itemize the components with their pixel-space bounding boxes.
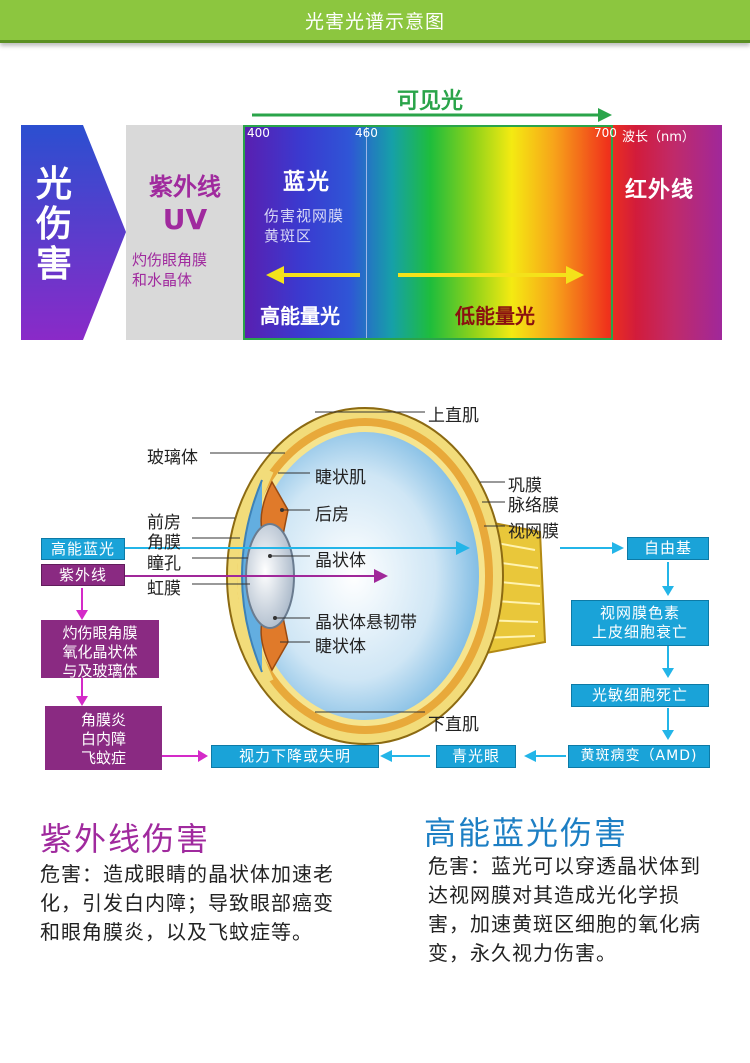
wavelength-unit: 波长（nm）	[622, 130, 695, 145]
label-vitreous: 玻璃体	[147, 448, 198, 468]
tick-700: 700	[594, 126, 617, 140]
label-anterior-chamber: 前房	[147, 513, 181, 533]
rpe-line: 上皮细胞衰亡	[591, 623, 688, 641]
uv-effect-line: 氧化晶状体	[62, 643, 138, 661]
uv-desc-line: 和水晶体	[132, 271, 193, 289]
free-radical-box: 自由基	[627, 537, 709, 560]
uv-title: 紫外线	[149, 173, 221, 201]
uv-disease-line: 白内障	[80, 730, 126, 748]
blue-harm-title: 高能蓝光伤害	[424, 814, 629, 852]
blue-harm-text: 危害：蓝光可以穿透晶状体到达视网膜对其造成光化学损害，加速黄斑区细胞的氧化病变，…	[428, 854, 701, 965]
tick-460: 460	[355, 126, 378, 140]
uv-description: 灼伤眼角膜 和水晶体	[132, 250, 242, 290]
uv-desc-line: 灼伤眼角膜	[132, 251, 208, 269]
uv-subtitle: UV	[162, 203, 208, 236]
blue-light-description: 伤害视网膜 黄斑区	[264, 206, 344, 246]
label-iris: 虹膜	[147, 579, 181, 599]
label-posterior-chamber: 后房	[315, 505, 349, 525]
spectrum-arrows	[252, 108, 612, 284]
uv-diseases-box: 角膜炎 白内障 飞蚊症	[45, 706, 162, 770]
photoreceptor-box: 光敏细胞死亡	[571, 684, 709, 707]
uv-effect-line: 灼伤眼角膜	[62, 624, 138, 642]
vision-loss-box: 视力下降或失明	[211, 745, 379, 768]
uv-effect-line: 与及玻璃体	[62, 662, 138, 680]
blue-boundary-line	[366, 125, 367, 340]
header-bar	[0, 0, 750, 43]
low-energy-label: 低能量光	[455, 304, 535, 328]
light-damage-label: 光伤害	[35, 164, 72, 285]
blue-light-box: 高能蓝光	[41, 538, 125, 560]
visible-spectrum-gradient	[244, 125, 722, 340]
rpe-line: 视网膜色素	[599, 604, 680, 622]
amd-box: 黄斑病变（AMD)	[568, 745, 710, 768]
uv-effects-box: 灼伤眼角膜 氧化晶状体 与及玻璃体	[41, 620, 159, 680]
rpe-box: 视网膜色素 上皮细胞衰亡	[571, 600, 709, 646]
uv-box: 紫外线	[41, 564, 125, 586]
label-cornea: 角膜	[147, 533, 181, 553]
uv-harm-title: 紫外线伤害	[40, 820, 211, 858]
label-superior-rectus: 上直肌	[428, 406, 479, 426]
label-zonule: 晶状体悬韧带	[315, 613, 417, 633]
tick-400: 400	[247, 126, 270, 140]
visible-light-frame	[243, 125, 613, 340]
visible-light-title: 可见光	[396, 89, 463, 114]
high-energy-label: 高能量光	[260, 304, 340, 328]
eye-diagram	[76, 407, 674, 762]
uv-disease-line: 飞蚊症	[80, 749, 126, 767]
label-ciliary-muscle: 睫状肌	[315, 468, 366, 488]
blue-desc-line: 黄斑区	[264, 227, 313, 245]
uv-harm-text: 危害：造成眼睛的晶状体加速老化，引发白内障；导致眼部癌变和眼角膜炎，以及飞蚊症等…	[40, 862, 334, 944]
label-ciliary-body: 睫状体	[315, 637, 366, 657]
label-sclera: 巩膜	[508, 476, 542, 496]
label-inferior-rectus: 下直肌	[428, 715, 479, 735]
page-title: 光害光谱示意图	[304, 11, 445, 33]
blue-light-title: 蓝光	[283, 170, 332, 195]
label-retina: 视网膜	[508, 522, 559, 542]
label-pupil: 瞳孔	[147, 554, 181, 574]
light-damage-chevron	[21, 125, 126, 340]
infrared-title: 红外线	[625, 178, 695, 203]
uv-disease-line: 角膜炎	[80, 711, 126, 729]
label-lens: 晶状体	[315, 551, 366, 571]
glaucoma-box: 青光眼	[436, 745, 516, 768]
uv-region	[126, 125, 244, 340]
blue-desc-line: 伤害视网膜	[264, 207, 345, 225]
label-choroid: 脉络膜	[508, 496, 559, 516]
